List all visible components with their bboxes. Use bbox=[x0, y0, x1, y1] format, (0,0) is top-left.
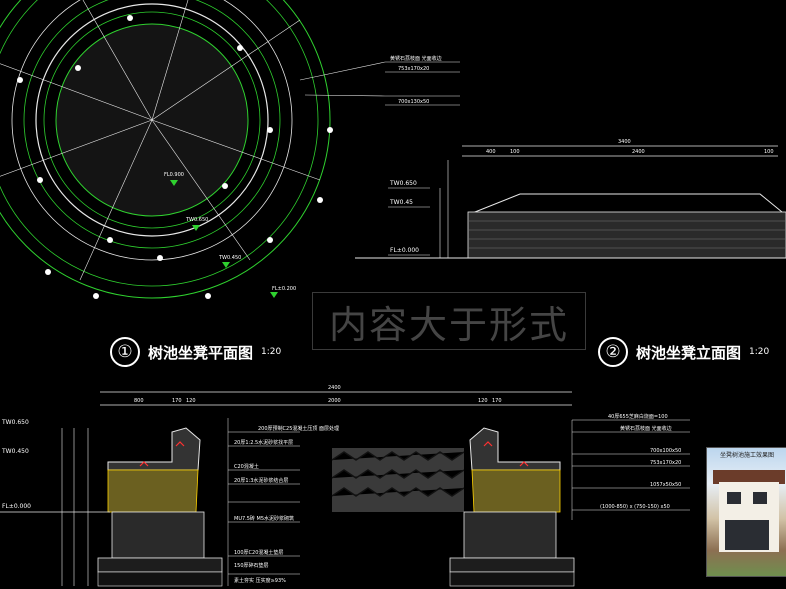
plan-view-title: ① 树池坐凳平面图 1:20 bbox=[110, 337, 281, 367]
sec-right-subbase bbox=[449, 571, 575, 587]
plan-level-2: TW0.650 bbox=[185, 217, 208, 223]
sec-right-body bbox=[471, 469, 561, 513]
sec-left-note-1: 200厚预制C25混凝土压顶 面层处理 bbox=[258, 425, 339, 432]
elevation-view-number: ② bbox=[598, 337, 628, 367]
sec-left-base bbox=[97, 557, 223, 573]
sec-right-red-marker bbox=[483, 441, 529, 467]
sec-left-leaders bbox=[227, 418, 300, 586]
sec-left-note-2: 20厚1:2.5水泥砂浆找平层 bbox=[234, 439, 293, 446]
photo-window-1 bbox=[727, 492, 741, 504]
sec-right-base bbox=[449, 557, 575, 573]
sec-right-note-4: 753x170x20 bbox=[650, 460, 681, 466]
photo-window-3 bbox=[725, 520, 769, 550]
plan-ring-3 bbox=[11, 0, 293, 261]
sec-dim-4: 2000 bbox=[328, 398, 341, 404]
sec-paving-pattern bbox=[331, 451, 465, 497]
sec-right-note-5: 1057x50x50 bbox=[650, 482, 681, 488]
elevation-view-title: ② 树池坐凳立面图 1:20 bbox=[598, 337, 769, 367]
plan-level-4: FL±0.200 bbox=[272, 286, 296, 292]
plan-ring-2 bbox=[0, 0, 319, 287]
sec-right-footing bbox=[463, 511, 557, 559]
elev-dim-4: 100 bbox=[764, 149, 774, 155]
photo-window-2 bbox=[753, 492, 767, 504]
sec-dim-3: 120 bbox=[186, 398, 196, 404]
sec-level-2: TW0.450 bbox=[1, 448, 29, 455]
elev-level-3: FL±0.000 bbox=[390, 247, 419, 254]
plan-outer-ring bbox=[0, 0, 331, 299]
elevation-view-title-text: 树池坐凳立面图 bbox=[636, 343, 742, 362]
sec-left-note-4: 20厚1:3水泥砂浆结合层 bbox=[234, 477, 288, 484]
sec-left-note-3: C20混凝土 bbox=[234, 463, 259, 470]
sec-left-body bbox=[107, 469, 199, 513]
elev-overall: 3400 bbox=[618, 139, 631, 145]
sec-level-1: TW0.650 bbox=[1, 419, 29, 426]
sec-left-note-5: MU7.5砖 M5水泥砂浆砌筑 bbox=[234, 515, 294, 522]
photo-roof bbox=[713, 470, 785, 484]
sec-right-note-1: 40厚655芝麻白烧面=100 bbox=[608, 413, 668, 420]
watermark-text: 内容大于形式 bbox=[312, 292, 586, 350]
reference-photo: 坐凳树池施工效果图 bbox=[706, 447, 786, 577]
section-view-drawing: 2400 800 170 120 2000 120 170 bbox=[0, 385, 690, 587]
elev-dim-1: 400 bbox=[486, 149, 496, 155]
elev-seat-top bbox=[469, 193, 783, 215]
elev-dim-3: 2400 bbox=[632, 149, 645, 155]
plan-ring-6 bbox=[43, 11, 261, 229]
sec-dim-1: 800 bbox=[134, 398, 144, 404]
plan-dim-ticks bbox=[17, 15, 333, 299]
plan-leaders bbox=[299, 61, 460, 106]
elev-level-1: TW0.650 bbox=[389, 180, 417, 187]
plan-ring-4 bbox=[23, 0, 281, 249]
reference-photo-caption: 坐凳树池施工效果图 bbox=[719, 452, 774, 459]
plan-view-title-text: 树池坐凳平面图 bbox=[148, 343, 254, 362]
sec-left-note-6: 100厚C20混凝土垫层 bbox=[234, 549, 283, 556]
elevation-view-scale: 1:20 bbox=[749, 347, 770, 357]
sec-vertical-dims bbox=[61, 428, 89, 586]
plan-note-1: 黄锈石荔枝面 光面收边 bbox=[390, 55, 442, 62]
sec-right-note-2: 黄锈石荔枝面 光面收边 bbox=[620, 425, 672, 432]
sec-left-footing bbox=[111, 511, 205, 559]
plan-ring-5 bbox=[35, 3, 269, 237]
plan-level-1: FL0.900 bbox=[164, 172, 184, 178]
plan-radial-lines bbox=[0, 0, 321, 281]
sec-right-seat bbox=[469, 427, 561, 471]
elev-level-lines bbox=[388, 160, 449, 258]
sec-right-note-6: (1000-850) x (750-150) x50 bbox=[600, 504, 670, 510]
sec-left-seat bbox=[107, 427, 201, 471]
plan-view-number: ① bbox=[110, 337, 140, 367]
plan-level-markers bbox=[170, 180, 278, 298]
elev-dim-2: 100 bbox=[510, 149, 520, 155]
sec-dim-2: 170 bbox=[172, 398, 182, 404]
sec-overall: 2400 bbox=[328, 385, 341, 391]
elev-brick-pattern bbox=[468, 220, 786, 249]
sec-level-3: FL±0.000 bbox=[2, 503, 31, 510]
sec-right-note-3: 700x100x50 bbox=[650, 448, 681, 454]
plan-view-scale: 1:20 bbox=[261, 347, 282, 357]
sec-right-leaders bbox=[571, 419, 690, 520]
plan-level-3: TW0.450 bbox=[218, 255, 241, 261]
photo-house bbox=[719, 482, 779, 552]
plan-note-3: 700x130x50 bbox=[398, 99, 429, 105]
sec-left-note-8: 素土夯实 压实度≥93% bbox=[234, 577, 286, 584]
sec-left-red-marker bbox=[139, 441, 185, 467]
plan-note-2: 753x170x20 bbox=[398, 66, 429, 72]
elev-level-2: TW0.45 bbox=[389, 199, 413, 206]
plan-view-drawing: FL0.900 TW0.650 TW0.450 FL±0.200 黄锈石荔枝面 … bbox=[0, 0, 460, 299]
sec-dim-6: 170 bbox=[492, 398, 502, 404]
elev-wall bbox=[467, 211, 786, 259]
sec-left-note-7: 150厚碎石垫层 bbox=[234, 562, 269, 569]
sec-left-subbase bbox=[97, 571, 223, 587]
sec-dim-5: 120 bbox=[478, 398, 488, 404]
elevation-view-drawing: 3400 400 100 2400 100 TW0.650 TW0.45 FL±… bbox=[355, 139, 786, 259]
